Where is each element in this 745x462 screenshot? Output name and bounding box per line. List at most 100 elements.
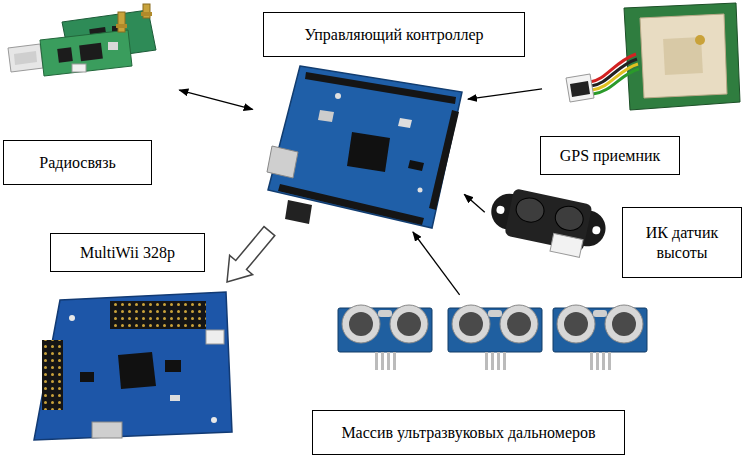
radio-modules-part bbox=[141, 12, 152, 16]
component: MultiWii 328p bbox=[30, 288, 232, 458]
arduino-mega-board-part bbox=[429, 110, 459, 210]
ultrasonic-sensor-part bbox=[557, 305, 595, 343]
component: Массив ультразвуковых дальномеров bbox=[338, 298, 648, 372]
multiwii-board bbox=[34, 292, 232, 440]
label-box: ИК датчик высоты bbox=[622, 207, 742, 278]
signal-arrow bbox=[413, 232, 460, 295]
component: Радиосвязь bbox=[5, 5, 160, 85]
gps-receiver-part bbox=[624, 3, 740, 110]
ultrasonic-sensor-part bbox=[590, 352, 593, 370]
arduino-mega-board-part bbox=[347, 132, 390, 172]
arduino-mega-board-part bbox=[285, 200, 312, 224]
ultrasonic-sensor-part bbox=[485, 352, 488, 370]
ir-height-sensor-part bbox=[514, 195, 546, 224]
arduino-mega-board-part bbox=[408, 160, 424, 171]
gps-receiver-part bbox=[592, 64, 638, 90]
multiwii-board-part bbox=[69, 315, 75, 321]
arduino-mega-board bbox=[267, 66, 462, 228]
label-text: Радиосвязь bbox=[39, 153, 116, 172]
arduino-mega-board-part bbox=[267, 146, 298, 178]
label-box: Массив ультразвуковых дальномеров bbox=[312, 410, 625, 455]
ultrasonic-sensor-part bbox=[452, 305, 490, 343]
arduino-mega-board-part bbox=[398, 118, 412, 128]
signal-arrow bbox=[468, 89, 542, 99]
ir-height-sensor bbox=[485, 185, 610, 262]
ultrasonic-sensor-part bbox=[393, 352, 396, 370]
ultrasonic-sensor-part bbox=[397, 312, 421, 336]
radio-modules-part bbox=[8, 44, 43, 72]
gps-receiver bbox=[566, 3, 740, 110]
multiwii-board-part bbox=[80, 372, 94, 382]
gps-receiver-part bbox=[640, 14, 727, 98]
ultrasonic-sensor bbox=[553, 305, 647, 370]
ultrasonic-sensor-part bbox=[608, 352, 611, 370]
label-text: MultiWii 328p bbox=[80, 243, 175, 262]
component: GPS приемник bbox=[548, 3, 740, 115]
label-box: Радиосвязь bbox=[3, 140, 152, 185]
radio-modules-part bbox=[14, 51, 37, 65]
label-text: GPS приемник bbox=[560, 146, 661, 165]
label-text: Управляющий контроллер bbox=[304, 25, 483, 44]
multiwii-board-part bbox=[118, 352, 156, 389]
label-text: ИК датчик высоты bbox=[631, 223, 733, 261]
multiwii-board-part bbox=[206, 330, 224, 344]
radio-modules-part bbox=[57, 47, 73, 63]
multiwii-board-part bbox=[211, 417, 217, 423]
ultrasonic-sensor-part bbox=[503, 352, 506, 370]
ultrasonic-sensor-part bbox=[375, 352, 378, 370]
multiwii-board-part bbox=[165, 360, 181, 372]
arduino-mega-board-part bbox=[318, 110, 334, 122]
ultrasonic-sensor-part bbox=[349, 312, 373, 336]
ultrasonic-sensor bbox=[338, 305, 432, 370]
ultrasonic-sensor-part bbox=[381, 352, 384, 370]
label-text: Массив ультразвуковых дальномеров bbox=[341, 423, 595, 442]
component: Управляющий контроллер bbox=[272, 66, 462, 228]
arduino-mega-board-part bbox=[305, 72, 456, 104]
radio-modules-part bbox=[108, 42, 118, 50]
ultrasonic-sensor-part bbox=[497, 352, 500, 370]
ultrasonic-sensor-part bbox=[500, 305, 538, 343]
ultrasonic-sensor-part bbox=[612, 312, 636, 336]
label-box: GPS приемник bbox=[540, 136, 680, 175]
ultrasonic-sensor-part bbox=[602, 352, 605, 370]
radio-modules-part bbox=[40, 30, 132, 76]
multiwii-board-part bbox=[42, 340, 63, 410]
arduino-mega-board-part bbox=[418, 188, 423, 193]
ultrasonic-sensor-part bbox=[378, 310, 392, 317]
radio-modules-part bbox=[79, 43, 103, 62]
radio-modules-part bbox=[118, 12, 125, 32]
gps-receiver-part bbox=[593, 69, 639, 94]
radio-modules-part bbox=[72, 64, 86, 72]
ultrasonic-sensor bbox=[448, 305, 542, 370]
ultrasonic-sensor-part bbox=[459, 312, 483, 336]
gps-receiver-part bbox=[695, 35, 705, 45]
signal-arrow bbox=[179, 90, 252, 109]
ir-height-sensor-part bbox=[592, 225, 601, 234]
label-box: MultiWii 328p bbox=[50, 233, 205, 272]
ultrasonic-sensor-part bbox=[342, 305, 380, 343]
arduino-mega-board-part bbox=[268, 66, 462, 228]
ir-height-sensor-part bbox=[496, 205, 505, 214]
hollow-arrow bbox=[227, 227, 275, 282]
ultrasonic-sensor-part bbox=[593, 310, 607, 317]
ultrasonic-sensor-part bbox=[596, 352, 599, 370]
ir-height-sensor-part bbox=[550, 233, 583, 257]
ultrasonic-sensor-part bbox=[507, 312, 531, 336]
arduino-mega-board-part bbox=[278, 184, 424, 225]
signal-arrow bbox=[464, 194, 484, 212]
gps-receiver-part bbox=[570, 81, 590, 97]
multiwii-board-part bbox=[110, 301, 206, 329]
component: ИК датчик высоты bbox=[487, 180, 620, 270]
multiwii-board-part bbox=[34, 292, 232, 440]
radio-modules bbox=[8, 4, 156, 76]
ir-height-sensor-part bbox=[553, 204, 585, 233]
arduino-mega-board-part bbox=[335, 93, 341, 99]
gps-receiver-part bbox=[566, 74, 594, 102]
ultrasonic-sensor-part bbox=[605, 305, 643, 343]
radio-modules-part bbox=[116, 24, 127, 28]
ultrasonic-sensor-part bbox=[564, 312, 588, 336]
ultrasonic-sensor-part bbox=[387, 352, 390, 370]
label-box: Управляющий контроллер bbox=[263, 12, 525, 57]
ultrasonic-sensor-part bbox=[491, 352, 494, 370]
